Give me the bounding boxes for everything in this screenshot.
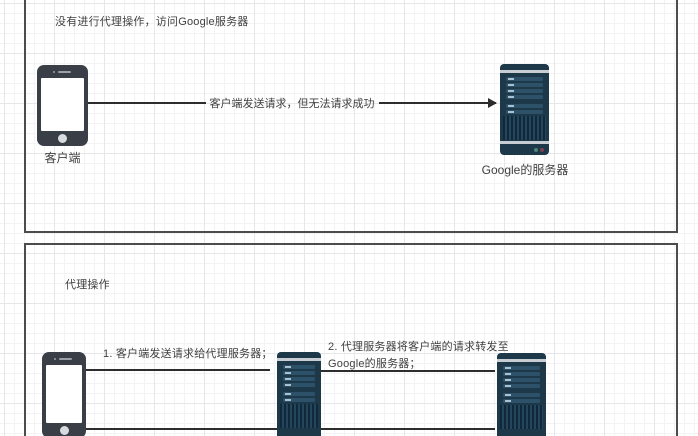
server-top-band — [277, 358, 321, 361]
server-grille — [280, 404, 318, 428]
server-slot — [506, 104, 543, 108]
server-slot — [283, 392, 315, 396]
server-slot — [283, 365, 315, 369]
server-slot — [283, 383, 315, 387]
google-server-label: Google的服务器 — [481, 163, 569, 177]
server-slot — [503, 366, 540, 370]
proxy-server-icon — [277, 352, 321, 436]
client-phone-icon-bottom — [42, 352, 86, 436]
panel-proxy-title: 代理操作 — [65, 279, 110, 291]
phone-speaker — [59, 358, 72, 360]
phone-home-button — [58, 134, 67, 143]
arrow-line-left — [88, 102, 206, 104]
server-slot — [503, 393, 540, 397]
google-server-icon-bottom — [497, 353, 546, 436]
phone-speaker — [57, 71, 71, 73]
server-slot — [506, 95, 543, 99]
client-phone-icon — [37, 65, 88, 146]
server-grille — [503, 116, 546, 140]
connector-client-to-proxy — [86, 369, 270, 371]
server-slot — [506, 110, 543, 114]
server-slot — [503, 372, 540, 376]
server-top-band — [500, 70, 549, 73]
server-slot — [503, 378, 540, 382]
client-label: 客户端 — [44, 151, 81, 165]
led-red — [540, 148, 544, 152]
server-slot — [506, 89, 543, 93]
phone-screen — [46, 365, 82, 423]
server-slot — [503, 399, 540, 403]
step1-label: 1. 客户端发送请求给代理服务器； — [103, 348, 273, 360]
server-slot — [503, 384, 540, 388]
arrow-line-right-with-head — [378, 98, 497, 108]
server-top-band — [497, 359, 546, 362]
server-slot — [283, 377, 315, 381]
step2-label-line2: Google的服务器； — [328, 358, 421, 370]
request-arrow-label: 客户端发送请求，但无法请求成功 — [209, 98, 375, 110]
led-green — [534, 148, 538, 152]
server-slots — [500, 73, 549, 114]
phone-camera-dot — [54, 358, 56, 360]
server-slot — [506, 83, 543, 87]
connector-return-google-to-proxy — [321, 428, 495, 430]
server-slot — [283, 398, 315, 402]
server-slots — [497, 362, 546, 403]
panel-no-proxy-title: 没有进行代理操作，访问Google服务器 — [55, 16, 249, 28]
google-server-icon — [500, 64, 549, 155]
step2-label-line1: 2. 代理服务器将客户端的请求转发至 — [328, 341, 509, 353]
server-slots — [277, 361, 321, 402]
panel-no-proxy — [24, 0, 678, 233]
panel-proxy — [24, 243, 678, 436]
phone-home-button — [59, 426, 69, 435]
phone-camera-dot — [52, 71, 55, 73]
connector-return-proxy-to-client — [86, 428, 277, 430]
server-grille — [500, 405, 543, 429]
server-foot — [500, 144, 549, 155]
connector-proxy-to-google — [321, 370, 495, 372]
request-arrow: 客户端发送请求，但无法请求成功 — [88, 94, 497, 112]
server-slot — [283, 371, 315, 375]
phone-screen — [41, 78, 84, 131]
server-slot — [506, 77, 543, 81]
server-bottom-band — [500, 141, 549, 144]
